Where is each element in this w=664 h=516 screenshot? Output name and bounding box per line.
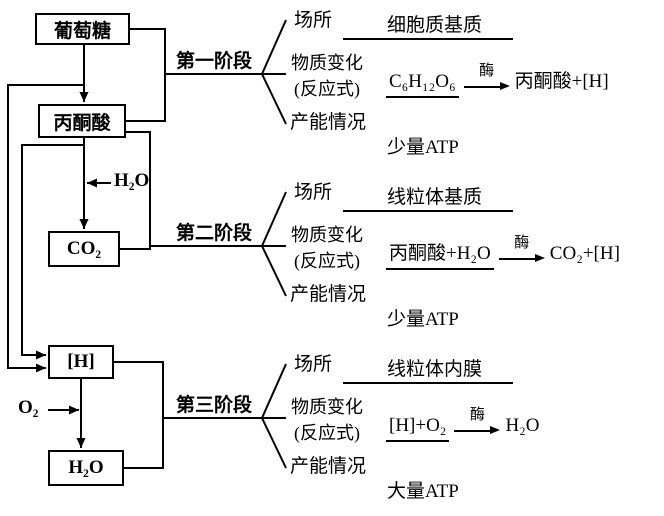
stage-1-panel: 第一阶段 场所 细胞质基质 物质变化 (反应式) C₆H₁₂O₆ 酶 丙酮酸+[… [0,0,664,172]
stage2-bracket [260,191,287,297]
stage-2-site-label: 场所 [294,182,333,203]
stage1-h-branch-line [7,84,84,373]
stage-1-change-label-line2: (反应式) [294,79,360,99]
stage-2-label: 第二阶段 [175,223,252,244]
stage-2-energy-value: 少量ATP [387,309,459,330]
stage-1-right-arrow-icon [463,82,510,91]
stage-1-energy-label: 产能情况 [290,112,367,133]
stage-3-label: 第三阶段 [175,395,252,416]
stage-1-enzyme-label: 酶 [479,63,495,79]
stage1-bracket [260,19,287,125]
stage-2-energy-label: 产能情况 [290,284,367,305]
stage-3-right-arrow-icon [454,426,501,435]
stage-1-reaction-arrow: 酶 [463,63,510,98]
stage-2-change-label-line2: (反应式) [294,251,360,271]
stage-1-site-underline: 细胞质基质 [343,12,513,40]
stage-3-energy-value: 大量ATP [387,481,459,502]
stage-1-reaction: C₆H₁₂O₆ 酶 丙酮酸+[H] [386,62,609,98]
o2-input-label: O₂ [18,397,39,418]
stage-2-reaction: 丙酮酸+H₂O 酶 CO₂+[H] [386,234,620,270]
stage-2-change-label-line1: 物质变化 [291,225,363,245]
stage-1-change-label-line1: 物质变化 [291,53,363,73]
stage-3-energy-label: 产能情况 [290,456,367,477]
stage-3-reaction-arrow: 酶 [454,407,501,442]
h2o-box: H₂O [48,450,124,486]
stage3-connector [114,361,164,469]
stage2-connector [120,131,151,250]
stage-1-label: 第一阶段 [175,51,252,72]
stage-2-change-label: 物质变化 (反应式) [287,222,367,274]
glucose-box: 葡萄糖 [35,13,130,45]
respiration-diagram: 葡萄糖 丙酮酸 CO₂ [H] H₂O H₂O O₂ 第一阶段 场所 细胞质基质… [0,0,664,502]
stage-3-product: H₂O [505,415,540,436]
stage-3-site-underline: 线粒体内膜 [343,356,513,384]
co2-box: CO₂ [48,231,120,267]
stage-3-reaction: [H]+O₂ 酶 H₂O [386,406,540,442]
stage-1-energy-value: 少量ATP [387,137,459,158]
stage-2-product: CO₂+[H] [549,243,620,264]
stage3-bracket [260,363,287,469]
pyruvate-box: 丙酮酸 [38,104,126,138]
stage-3-enzyme-label: 酶 [469,407,485,423]
stage-1-product: 丙酮酸+[H] [514,71,609,92]
stage-3-change-label-line1: 物质变化 [291,397,363,417]
stage-3-site-value: 线粒体内膜 [387,359,483,380]
stage-2-site-underline: 线粒体基质 [343,184,513,212]
stage-2-panel: 第二阶段 场所 线粒体基质 物质变化 (反应式) 丙酮酸+H₂O 酶 CO₂+[… [0,172,664,344]
stage-3-reactant: [H]+O₂ [386,415,450,442]
h-box: [H] [48,345,114,379]
stage-3-panel: 第三阶段 场所 线粒体内膜 物质变化 (反应式) [H]+O₂ 酶 H₂O 产能… [0,344,664,516]
stage-1-site-value: 细胞质基质 [387,15,483,36]
stage-3-change-label-line2: (反应式) [294,423,360,443]
stage-3-change-label: 物质变化 (反应式) [287,394,367,446]
stage2-h-branch-line [21,144,84,360]
stage-1-reactant: C₆H₁₂O₆ [386,71,459,98]
h2o-input-label: H₂O [114,170,150,191]
stage-3-site-label: 场所 [294,354,333,375]
stage-1-site-label: 场所 [294,10,333,31]
connector-lines [7,19,287,469]
stage-1-change-label: 物质变化 (反应式) [287,50,367,102]
stage-2-site-value: 线粒体基质 [387,187,483,208]
stage-2-enzyme-label: 酶 [514,235,530,251]
stage-2-reactant: 丙酮酸+H₂O [386,238,494,270]
stage-2-reaction-arrow: 酶 [498,235,545,270]
stage-2-right-arrow-icon [498,254,545,263]
